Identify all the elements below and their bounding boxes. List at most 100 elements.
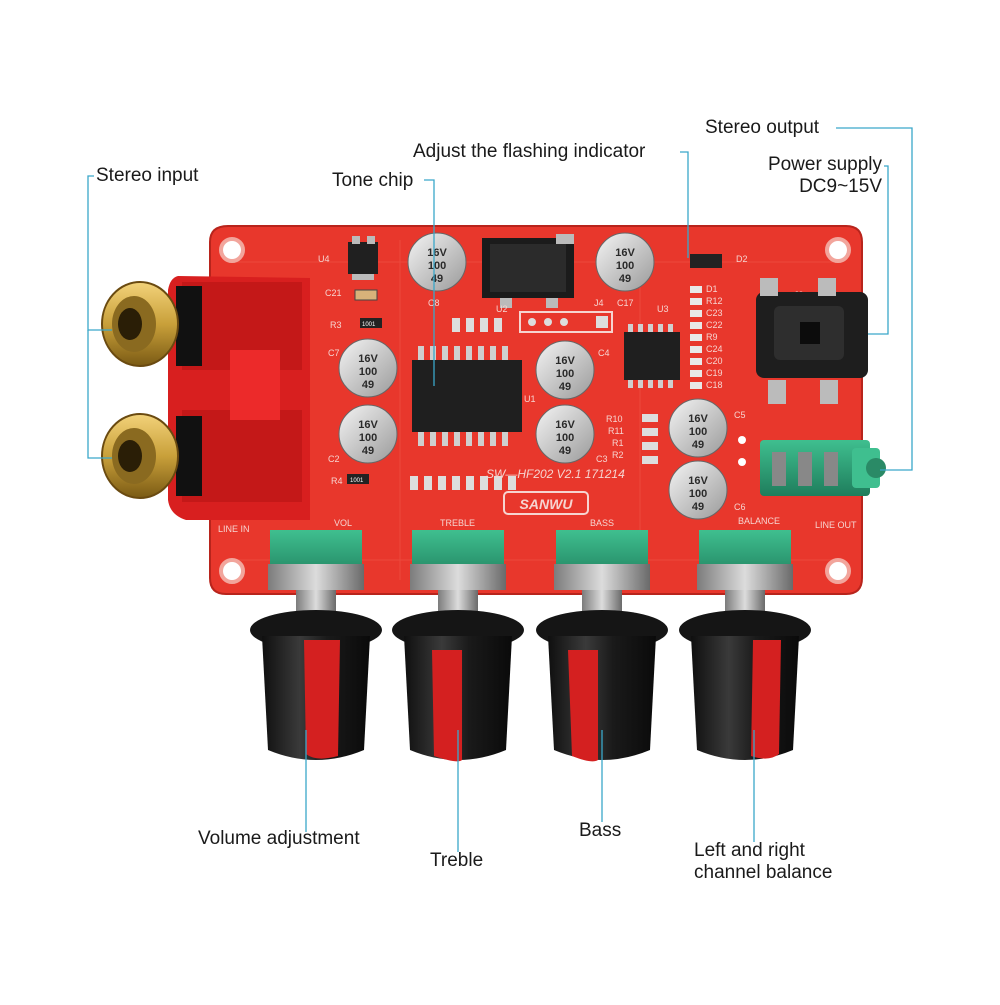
svg-text:49: 49	[619, 273, 631, 285]
svg-text:16V: 16V	[615, 247, 635, 259]
label-treble: Treble	[430, 850, 484, 871]
svg-text:16V: 16V	[688, 475, 708, 487]
svg-text:100: 100	[556, 432, 574, 444]
svg-text:C2: C2	[328, 454, 340, 464]
svg-text:49: 49	[692, 439, 704, 451]
regulator-u4	[348, 236, 378, 280]
knob-bass[interactable]	[536, 530, 668, 762]
svg-text:C18: C18	[706, 380, 723, 390]
knob-treble[interactable]	[392, 530, 524, 762]
svg-text:16V: 16V	[688, 413, 708, 425]
svg-text:C22: C22	[706, 320, 723, 330]
svg-text:100: 100	[556, 368, 574, 380]
callout-lines	[87, 127, 913, 852]
leader-tone-chip	[424, 179, 435, 386]
dc-power-jack	[756, 278, 868, 404]
leader-stereo-output	[836, 127, 913, 471]
leader-stereo-input	[87, 175, 112, 331]
leader-indicator	[680, 151, 689, 258]
svg-text:U4: U4	[318, 254, 330, 264]
regulator-u2	[482, 234, 574, 308]
svg-text:100: 100	[616, 260, 634, 272]
svg-text:100: 100	[689, 426, 707, 438]
svg-text:1001: 1001	[350, 478, 364, 484]
svg-text:100: 100	[359, 366, 377, 378]
knob-volume[interactable]	[250, 530, 382, 760]
label-stereo-input: Stereo input	[96, 165, 199, 186]
svg-text:R11: R11	[608, 426, 624, 436]
svg-text:C19: C19	[706, 368, 723, 378]
svg-text:49: 49	[431, 273, 443, 285]
svg-text:R4: R4	[331, 476, 343, 486]
svg-text:49: 49	[559, 381, 571, 393]
svg-text:16V: 16V	[358, 419, 378, 431]
svg-text:TREBLE: TREBLE	[440, 518, 475, 528]
svg-text:100: 100	[359, 432, 377, 444]
svg-text:C17: C17	[617, 298, 634, 308]
svg-text:R2: R2	[612, 450, 624, 460]
svg-text:U3: U3	[657, 304, 669, 314]
svg-text:BALANCE: BALANCE	[738, 516, 780, 526]
svg-text:LINE IN: LINE IN	[218, 524, 250, 534]
svg-text:100: 100	[428, 260, 446, 272]
svg-text:R3: R3	[330, 320, 342, 330]
svg-text:C3: C3	[596, 454, 608, 464]
svg-text:LINE OUT: LINE OUT	[815, 520, 857, 530]
svg-text:C4: C4	[598, 348, 610, 358]
label-stereo-output: Stereo output	[705, 117, 820, 138]
smd-components	[347, 254, 722, 490]
svg-text:C24: C24	[706, 344, 723, 354]
svg-text:16V: 16V	[555, 355, 575, 367]
svg-text:R1: R1	[612, 438, 624, 448]
label-adjust-indicator: Adjust the flashing indicator	[413, 141, 646, 162]
label-power-supply: Power supply DC9~15V	[767, 154, 882, 197]
smd-column	[690, 286, 702, 389]
leader-power-supply	[868, 165, 889, 335]
label-bass: Bass	[579, 820, 622, 841]
svg-text:C20: C20	[706, 356, 723, 366]
svg-text:16V: 16V	[555, 419, 575, 431]
svg-text:VOL: VOL	[334, 518, 352, 528]
svg-text:D2: D2	[736, 254, 748, 264]
brand-label: SANWU	[520, 496, 574, 512]
label-volume-adjustment: Volume adjustment	[198, 828, 360, 849]
svg-text:100: 100	[689, 488, 707, 500]
svg-text:49: 49	[692, 501, 704, 513]
svg-text:49: 49	[559, 445, 571, 457]
svg-text:J4: J4	[594, 298, 604, 308]
silkscreen-labels: U4 C21 R3 C8 U2 J4 C17 U3 D2 J3 U1 C4 C5…	[218, 254, 857, 534]
svg-text:D1: D1	[706, 284, 718, 294]
svg-text:C5: C5	[734, 410, 746, 420]
svg-text:U1: U1	[524, 394, 536, 404]
svg-text:BASS: BASS	[590, 518, 614, 528]
svg-text:1001: 1001	[362, 322, 376, 328]
chip-u3	[624, 324, 680, 388]
label-tone-chip: Tone chip	[332, 170, 414, 191]
svg-text:U2: U2	[496, 304, 508, 314]
svg-text:C6: C6	[734, 502, 746, 512]
svg-text:49: 49	[362, 445, 374, 457]
rca-input-jacks	[101, 276, 310, 520]
board-model-label: SW—HF202 V2.1 171214	[486, 467, 625, 481]
svg-text:C7: C7	[328, 348, 340, 358]
tone-chip-u1	[412, 346, 522, 446]
svg-text:C23: C23	[706, 308, 723, 318]
knob-balance[interactable]	[679, 530, 811, 760]
header-j4	[519, 311, 613, 333]
svg-text:R9: R9	[706, 332, 718, 342]
svg-text:R10: R10	[606, 414, 623, 424]
label-balance: Left and right channel balance	[694, 840, 833, 883]
svg-text:49: 49	[362, 379, 374, 391]
svg-text:16V: 16V	[358, 353, 378, 365]
